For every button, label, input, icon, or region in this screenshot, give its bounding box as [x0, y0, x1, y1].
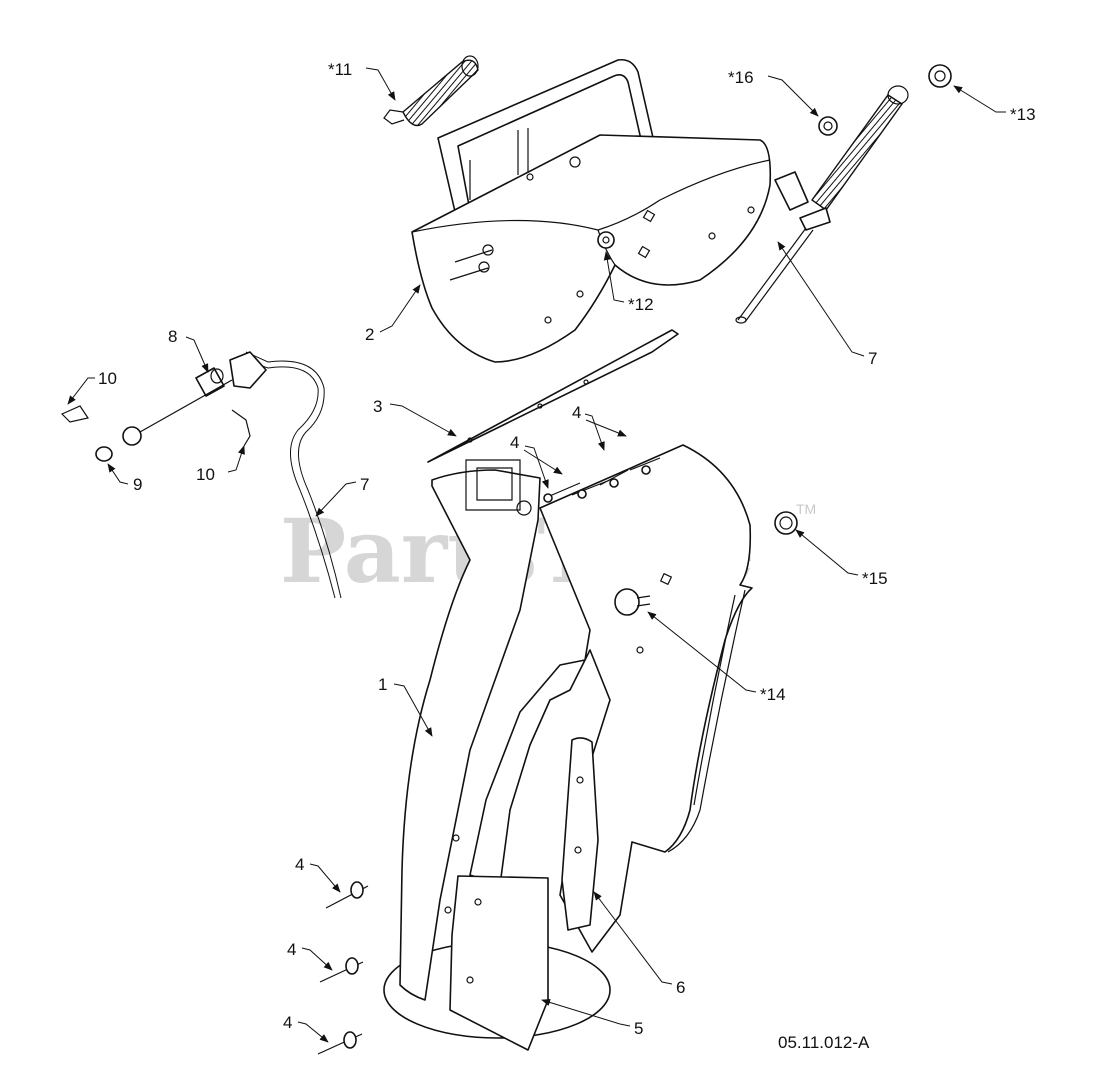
part-9-washer — [95, 446, 113, 462]
part-2-deflector — [411, 58, 772, 363]
callout-8: 8 — [168, 327, 177, 346]
part-7-cable — [122, 351, 342, 599]
part-16-nut — [818, 116, 838, 136]
part-15-locknut — [774, 511, 798, 535]
callout-16: *16 — [728, 68, 754, 87]
leader-lines — [67, 67, 1006, 1043]
callout-2: 2 — [365, 325, 374, 344]
callout-9: 9 — [133, 475, 142, 494]
callout-4-rivet-3: 4 — [283, 1013, 292, 1032]
callout-4-rivet-2: 4 — [287, 940, 296, 959]
callout-12: *12 — [628, 295, 654, 314]
part-1-chute-body — [383, 444, 753, 1051]
watermark-tm: TM — [796, 501, 816, 517]
callout-10-lower: 10 — [196, 465, 215, 484]
callout-1: 1 — [378, 675, 387, 694]
part-7-crank-rod — [735, 85, 909, 324]
callout-4-rivet-1: 4 — [295, 855, 304, 874]
part-13-nut — [928, 64, 952, 88]
callout-11: *11 — [328, 60, 352, 79]
callout-7-lower: 7 — [360, 475, 369, 494]
callout-labels: *11 *16 *13 *12 2 7 8 10 3 4 4 10 9 7 *1… — [98, 60, 1036, 1052]
part-11-spring — [383, 55, 479, 127]
part-3-bar — [427, 329, 679, 463]
callout-6: 6 — [676, 978, 685, 997]
part-12-bushing — [597, 231, 615, 249]
callout-4-top-right: 4 — [572, 403, 581, 422]
callout-14: *14 — [760, 685, 786, 704]
callout-7-upper: 7 — [868, 349, 877, 368]
figure-code: 05.11.012-A — [778, 1033, 870, 1052]
callout-15: *15 — [862, 569, 888, 588]
part-10-hairpin-clip — [60, 405, 251, 447]
callout-13: *13 — [1010, 105, 1036, 124]
callout-4-top-left: 4 — [510, 433, 519, 452]
part-4-rivets — [317, 457, 661, 1055]
callout-5: 5 — [634, 1019, 643, 1038]
callout-10-upper: 10 — [98, 369, 117, 388]
callout-3: 3 — [373, 397, 382, 416]
part-14-carriage-bolt — [614, 588, 651, 616]
